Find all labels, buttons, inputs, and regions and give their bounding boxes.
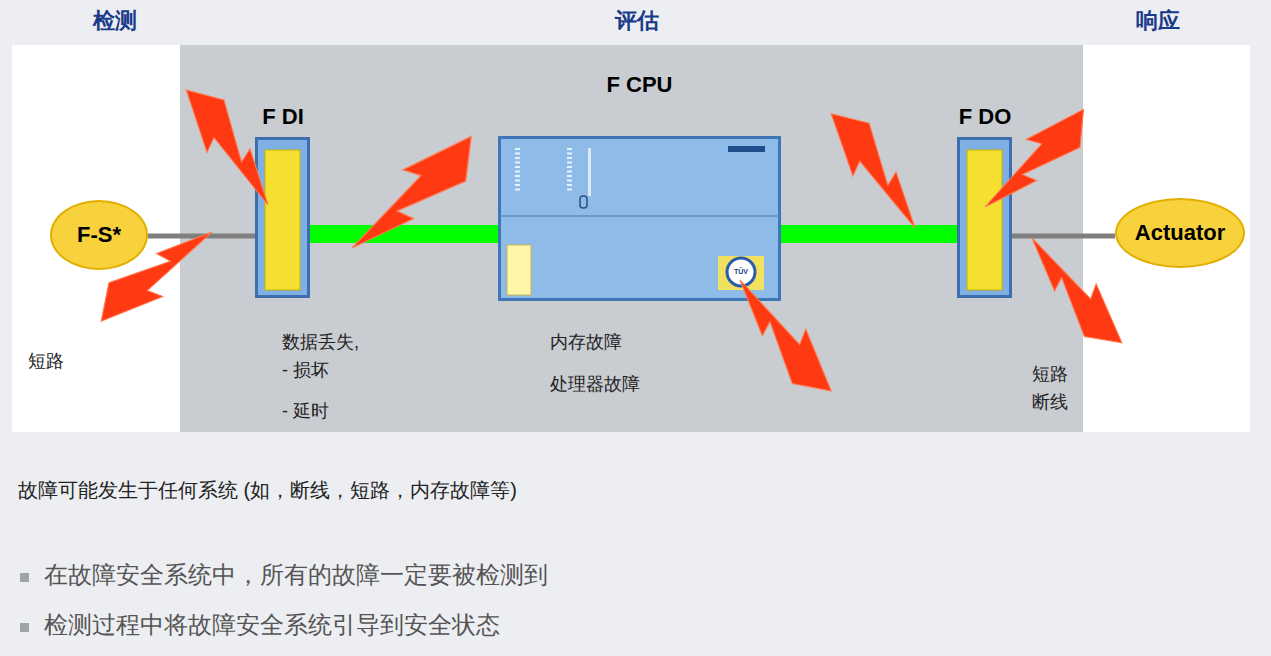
module-box: F DO <box>952 104 1018 300</box>
module-label: F CPU <box>498 72 781 98</box>
fault-bolt <box>86 206 220 340</box>
fault-bolt <box>343 117 491 276</box>
bus-link <box>781 225 957 243</box>
bullet-text: 在故障安全系统中，所有的故障一定要被检测到 <box>44 561 548 590</box>
stage-heading: 检测 <box>93 8 137 34</box>
device-name: F-S* <box>77 222 121 248</box>
module-illustration <box>498 136 781 301</box>
fault-note: 短路 <box>28 351 64 373</box>
module-body <box>498 136 781 301</box>
module-box: F CPU <box>498 72 781 301</box>
device-ellipse: Actuator <box>1115 198 1245 268</box>
module-illustration <box>957 137 1012 298</box>
module-label: F DO <box>952 104 1018 130</box>
bus-link <box>310 225 498 243</box>
summary-text: 故障可能发生于任何系统 (如，断线，短路，内存故障等) <box>18 478 517 502</box>
module-illustration <box>255 137 310 298</box>
module-label: F DI <box>250 104 316 130</box>
bullet-text: 检测过程中将故障安全系统引导到安全状态 <box>44 611 500 640</box>
fault-bolt <box>714 272 850 407</box>
signal-wire <box>1012 234 1115 239</box>
bullet-mark <box>20 573 29 582</box>
fault-bolt <box>812 99 942 235</box>
fault-note: 短路 <box>1032 364 1068 386</box>
fault-bolt <box>977 93 1100 229</box>
device-name: Actuator <box>1135 220 1225 246</box>
fault-bolt <box>167 76 296 212</box>
module-body <box>255 137 310 298</box>
fault-note: - 损坏 <box>282 360 329 382</box>
certification-logo-text: TÜV <box>734 268 748 276</box>
device-ellipse: F-S* <box>50 200 148 270</box>
module-box: F DI <box>250 104 316 300</box>
bullet-mark <box>20 623 29 632</box>
fault-note: 处理器故障 <box>550 374 640 396</box>
stage-heading: 响应 <box>1136 8 1180 34</box>
module-body <box>957 137 1012 298</box>
fault-note: - 延时 <box>282 401 329 423</box>
fault-note: 内存故障 <box>550 332 622 354</box>
evaluate-panel <box>180 45 1083 432</box>
stage-heading: 评估 <box>615 8 659 34</box>
fault-note: 数据丢失, <box>282 332 359 354</box>
fault-note: 断线 <box>1032 392 1068 414</box>
fault-bolt <box>1007 230 1139 358</box>
